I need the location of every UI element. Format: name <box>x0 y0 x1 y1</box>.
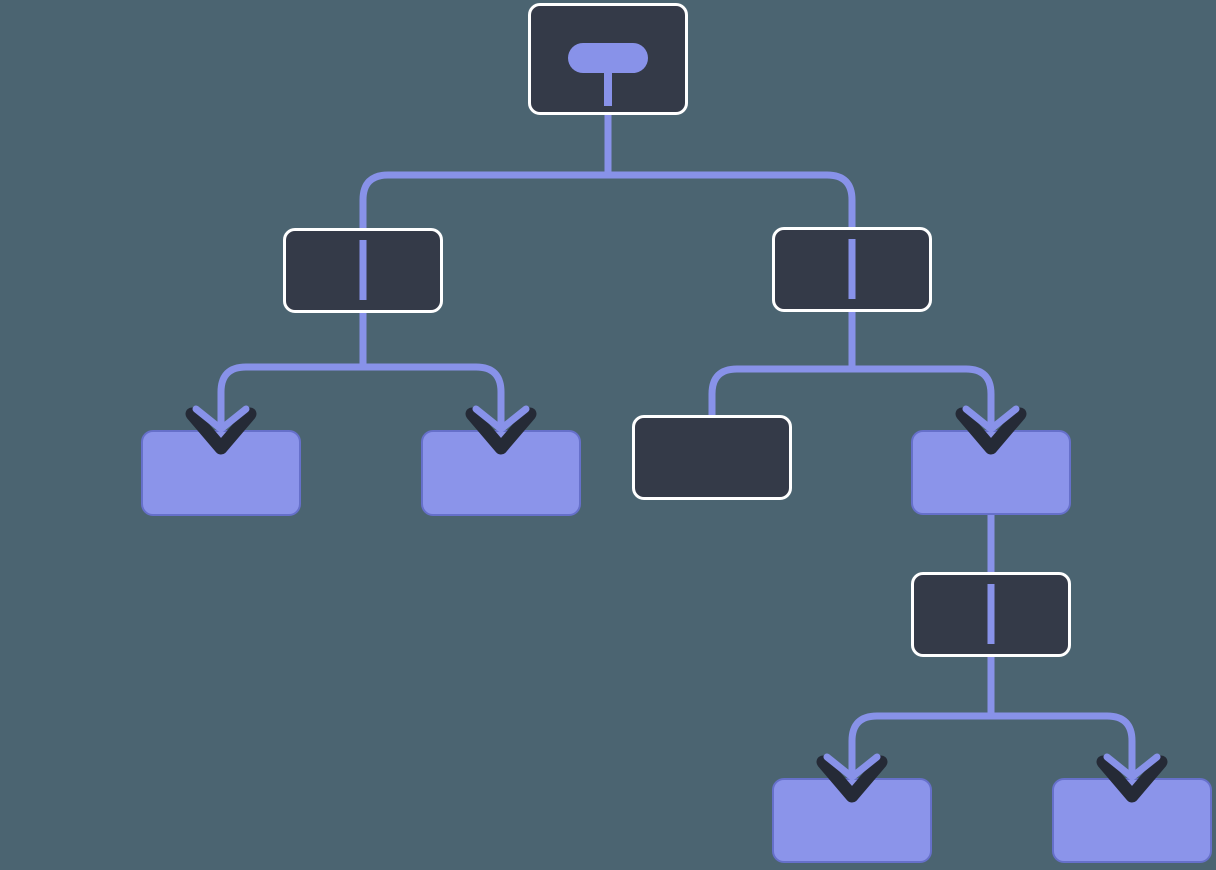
down-chevron-marker <box>955 405 1027 455</box>
tree-node-node-plain[interactable] <box>632 415 792 500</box>
down-chevron-marker <box>816 753 888 803</box>
edge-lower-branch <box>848 712 1136 780</box>
root-stem-icon <box>604 73 612 106</box>
root-pill-icon <box>568 43 648 73</box>
marker-purple-chevron-icon <box>472 405 530 433</box>
edge-right-branch <box>708 365 995 432</box>
tree-node-branch-left[interactable] <box>283 228 443 313</box>
down-chevron-marker <box>465 405 537 455</box>
marker-purple-chevron-icon <box>1103 753 1161 781</box>
down-chevron-marker <box>1096 753 1168 803</box>
marker-dark-chevron-icon <box>816 755 888 803</box>
marker-purple-chevron-icon <box>962 405 1020 433</box>
tree-node-branch-right[interactable] <box>772 227 932 312</box>
junction-line-icon <box>848 239 856 299</box>
edge-left-branch <box>217 363 505 432</box>
marker-dark-chevron-icon <box>185 407 257 455</box>
marker-dark-chevron-icon <box>465 407 537 455</box>
marker-purple-chevron-icon <box>823 753 881 781</box>
tree-node-branch-lower[interactable] <box>911 572 1071 657</box>
marker-dark-chevron-icon <box>955 407 1027 455</box>
junction-line-icon <box>359 240 367 300</box>
junction-line-icon <box>987 584 995 644</box>
marker-purple-chevron-icon <box>192 405 250 433</box>
edge-root-branch <box>359 171 856 229</box>
down-chevron-marker <box>185 405 257 455</box>
tree-node-root[interactable] <box>528 3 688 115</box>
marker-dark-chevron-icon <box>1096 755 1168 803</box>
